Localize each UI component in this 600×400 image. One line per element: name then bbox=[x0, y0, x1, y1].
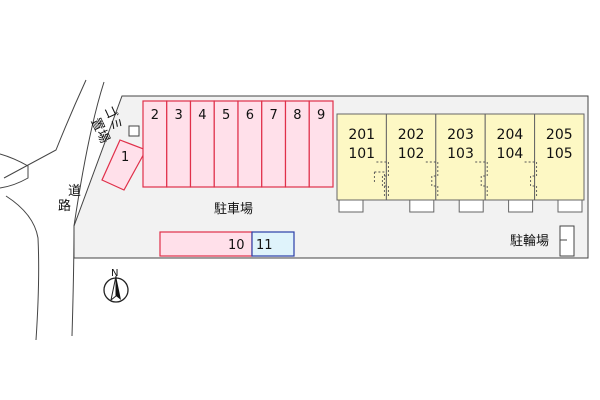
parking-spot-2: 2 bbox=[142, 100, 168, 188]
parking-spot-9: 9 bbox=[308, 100, 334, 188]
unit-number-upper: 204 bbox=[497, 127, 524, 143]
bike-parking-label: 駐輪場 bbox=[510, 233, 549, 249]
parking-spot-label: 11 bbox=[256, 238, 273, 253]
parking-label: 駐車場 bbox=[214, 202, 253, 217]
stair-outline bbox=[373, 171, 385, 198]
parking-spot-label: 4 bbox=[198, 108, 206, 123]
parking-spot-label: 7 bbox=[269, 108, 277, 123]
parking-spot-4: 4 bbox=[189, 100, 215, 188]
north-arrow-icon bbox=[116, 276, 121, 300]
unit-number-lower: 101 bbox=[348, 146, 375, 162]
stair-outline bbox=[475, 161, 488, 198]
parking-spot-6: 6 bbox=[237, 100, 263, 188]
parking-spot-8: 8 bbox=[284, 100, 310, 188]
entrance-step bbox=[557, 199, 583, 213]
road-edge-left bbox=[0, 153, 29, 189]
parking-spot-label: 3 bbox=[174, 108, 182, 123]
road-label-2: 路 bbox=[58, 198, 71, 214]
unit-number-upper: 201 bbox=[348, 127, 375, 143]
parking-spot-label: 10 bbox=[228, 238, 245, 253]
garbage-box bbox=[128, 125, 140, 137]
unit-number-lower: 103 bbox=[447, 146, 474, 162]
entrance-step bbox=[338, 199, 364, 213]
entrance-step bbox=[409, 199, 435, 213]
unit-number-lower: 102 bbox=[398, 146, 425, 162]
parking-spot-5: 5 bbox=[213, 100, 239, 188]
parking-spot-3: 3 bbox=[166, 100, 192, 188]
stair-outline bbox=[425, 161, 439, 198]
north-label: N bbox=[111, 268, 118, 279]
parking-spot-label: 9 bbox=[317, 108, 325, 123]
parking-spot-label: 2 bbox=[151, 108, 159, 123]
unit-number-lower: 104 bbox=[497, 146, 524, 162]
entrance-step bbox=[458, 199, 484, 213]
stair-outline bbox=[376, 161, 389, 198]
unit-number-upper: 203 bbox=[447, 127, 474, 143]
parking-spot-1: 1 bbox=[101, 139, 147, 191]
road-edge-right bbox=[71, 81, 105, 337]
road-edge-lower bbox=[5, 195, 40, 341]
bike-parking-shed bbox=[559, 225, 575, 257]
parking-spot-7: 7 bbox=[261, 100, 287, 188]
unit-number-lower: 105 bbox=[546, 146, 573, 162]
stair-outline bbox=[524, 161, 538, 198]
parking-spot-11: 11 bbox=[251, 231, 295, 257]
parking-spot-label: 6 bbox=[246, 108, 254, 123]
parking-spot-label: 5 bbox=[222, 108, 230, 123]
unit-number-upper: 202 bbox=[398, 127, 425, 143]
north-compass: N bbox=[103, 268, 129, 303]
entrance-step bbox=[508, 199, 534, 213]
parking-spot-label: 8 bbox=[293, 108, 301, 123]
unit-number-upper: 205 bbox=[546, 127, 573, 143]
road-label-1: 道 bbox=[68, 184, 81, 199]
parking-spot-label: 1 bbox=[121, 150, 129, 165]
parking-spot-10: 10 bbox=[159, 231, 253, 257]
road-edge-upper bbox=[3, 79, 87, 179]
